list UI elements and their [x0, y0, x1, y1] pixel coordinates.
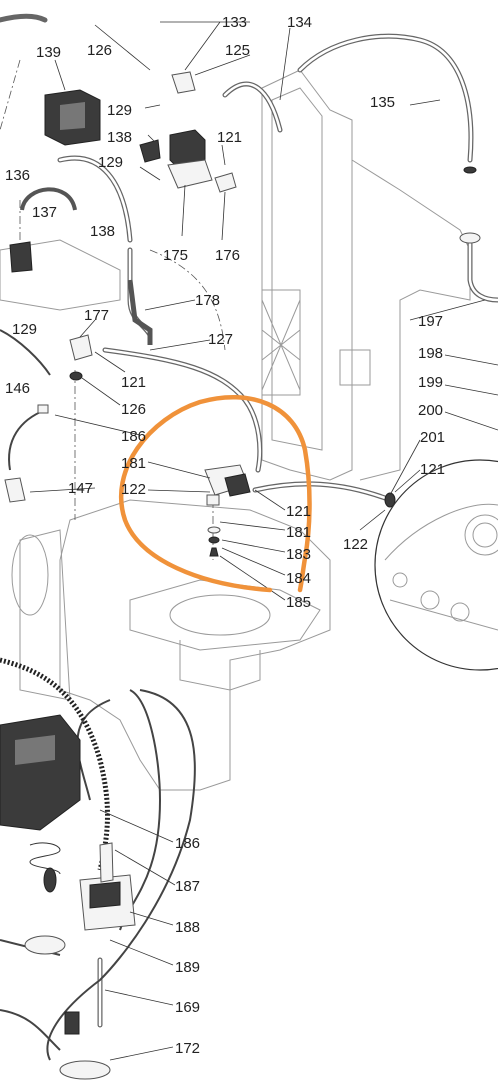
callout-177: 177	[84, 307, 109, 324]
callout-178: 178	[195, 292, 220, 309]
callout-121: 121	[217, 129, 242, 146]
callout-184: 184	[286, 570, 311, 587]
callout-139: 139	[36, 44, 61, 61]
callout-121: 121	[420, 461, 445, 478]
callout-181: 181	[121, 455, 146, 472]
callout-129: 129	[98, 154, 123, 171]
callout-121: 121	[286, 503, 311, 520]
callout-147: 147	[68, 480, 93, 497]
callout-172: 172	[175, 1040, 200, 1057]
leader-lines	[29, 21, 498, 1061]
callout-labels: 133 134 139 126 125 135 129 138 121 129 …	[5, 14, 445, 1057]
callout-127: 127	[208, 331, 233, 348]
callout-186: 186	[121, 428, 146, 445]
callout-138: 138	[90, 223, 115, 240]
callout-188: 188	[175, 919, 200, 936]
callout-133: 133	[222, 14, 247, 31]
callout-125: 125	[225, 42, 250, 59]
callout-200: 200	[418, 402, 443, 419]
components	[0, 71, 481, 1080]
callout-134: 134	[287, 14, 312, 31]
detail-magnifier	[374, 459, 498, 671]
callout-135: 135	[370, 94, 395, 111]
callout-136: 136	[5, 167, 30, 184]
callout-201: 201	[420, 429, 445, 446]
callout-187: 187	[175, 878, 200, 895]
callout-185: 185	[286, 594, 311, 611]
callout-197: 197	[418, 313, 443, 330]
callout-176: 176	[215, 247, 240, 264]
callout-126: 126	[121, 401, 146, 418]
callout-138: 138	[107, 129, 132, 146]
callout-169: 169	[175, 999, 200, 1016]
machine-frame	[0, 69, 471, 791]
callout-183: 183	[286, 546, 311, 563]
callout-121: 121	[121, 374, 146, 391]
highlight-circle	[118, 394, 312, 593]
callout-137: 137	[32, 204, 57, 221]
callout-186: 186	[175, 835, 200, 852]
callout-181: 181	[286, 524, 311, 541]
callout-198: 198	[418, 345, 443, 362]
callout-199: 199	[418, 374, 443, 391]
callout-122: 122	[121, 481, 146, 498]
callout-122: 122	[343, 536, 368, 553]
callout-146: 146	[5, 380, 30, 397]
callout-129: 129	[12, 321, 37, 338]
callout-175: 175	[163, 247, 188, 264]
callout-126: 126	[87, 42, 112, 59]
callout-189: 189	[175, 959, 200, 976]
callout-129: 129	[107, 102, 132, 119]
